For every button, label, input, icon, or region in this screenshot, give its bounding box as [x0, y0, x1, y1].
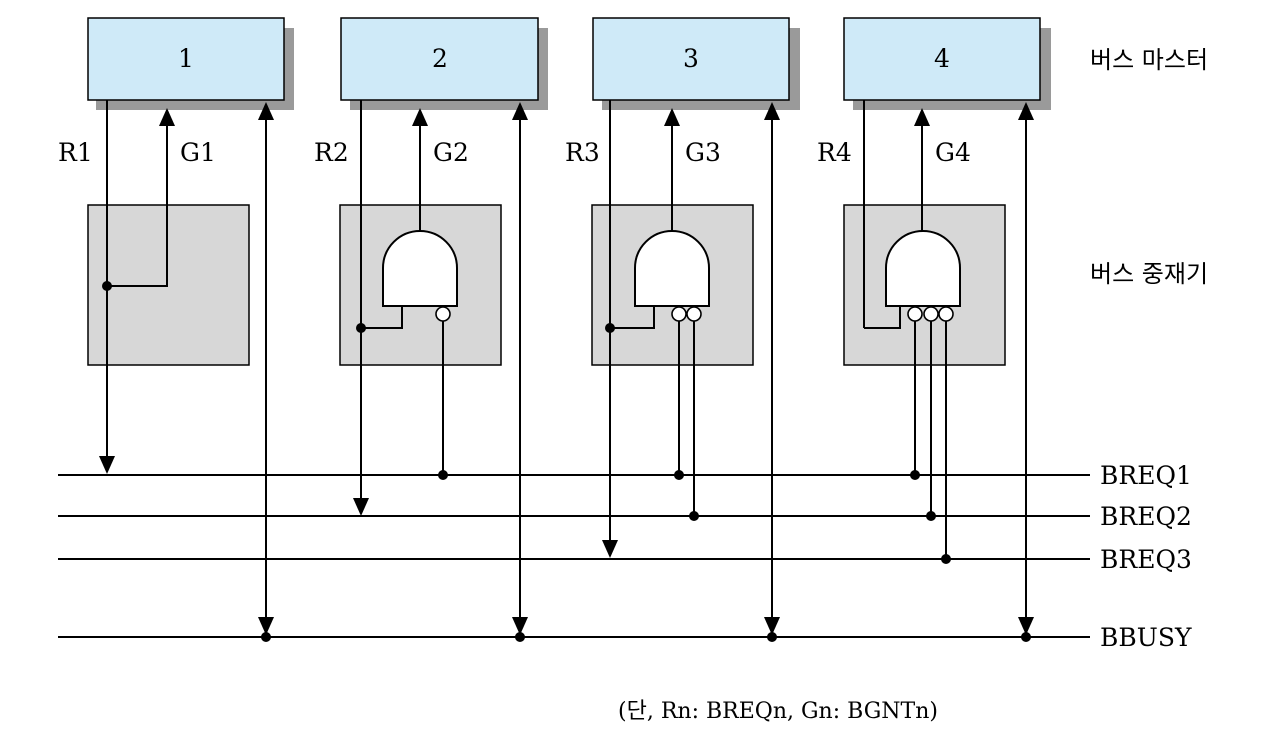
label-breq3: BREQ3 [1100, 545, 1192, 574]
and-gate-2 [382, 230, 458, 307]
label-g3: G3 [685, 138, 721, 167]
module-2-wiring [353, 100, 528, 642]
label-breq2: BREQ2 [1100, 502, 1192, 531]
bus-master-2-number: 2 [432, 44, 448, 73]
bus-master-4: 4 [843, 17, 1051, 110]
label-bbusy: BBUSY [1100, 623, 1192, 652]
g4-arrow-up [914, 108, 930, 126]
label-breq1: BREQ1 [1100, 461, 1192, 490]
label-g4: G4 [935, 138, 971, 167]
r2-arrow-down [353, 498, 369, 516]
label-g1: G1 [180, 138, 216, 167]
label-bus-master: 버스 마스터 [1090, 46, 1208, 74]
label-g2: G2 [433, 138, 469, 167]
g2-arrow-up [412, 108, 428, 126]
label-r4: R4 [817, 138, 852, 167]
bus-master-2: 2 [340, 17, 548, 110]
bus-master-3-number: 3 [683, 44, 699, 73]
label-r3: R3 [565, 138, 600, 167]
label-r1: R1 [58, 138, 93, 167]
and-gate-4 [885, 230, 961, 307]
bus-master-1-number: 1 [178, 44, 194, 73]
label-r2: R2 [314, 138, 349, 167]
and-gate-3 [634, 230, 710, 307]
r3-arrow-down [602, 540, 618, 558]
footnote: (단, Rn: BREQn, Gn: BGNTn) [618, 699, 938, 724]
module-1-wiring [99, 100, 274, 642]
bus-master-4-number: 4 [934, 44, 950, 73]
bus-master-3: 3 [592, 17, 800, 110]
r1-arrow-down [99, 456, 115, 474]
module-4-wiring [863, 100, 1034, 642]
g3-arrow-up [664, 108, 680, 126]
module-3-wiring [602, 100, 780, 642]
label-bus-arbiter: 버스 중재기 [1090, 260, 1208, 288]
g1-arrow-up [159, 108, 175, 126]
bus-master-1: 1 [87, 17, 294, 110]
